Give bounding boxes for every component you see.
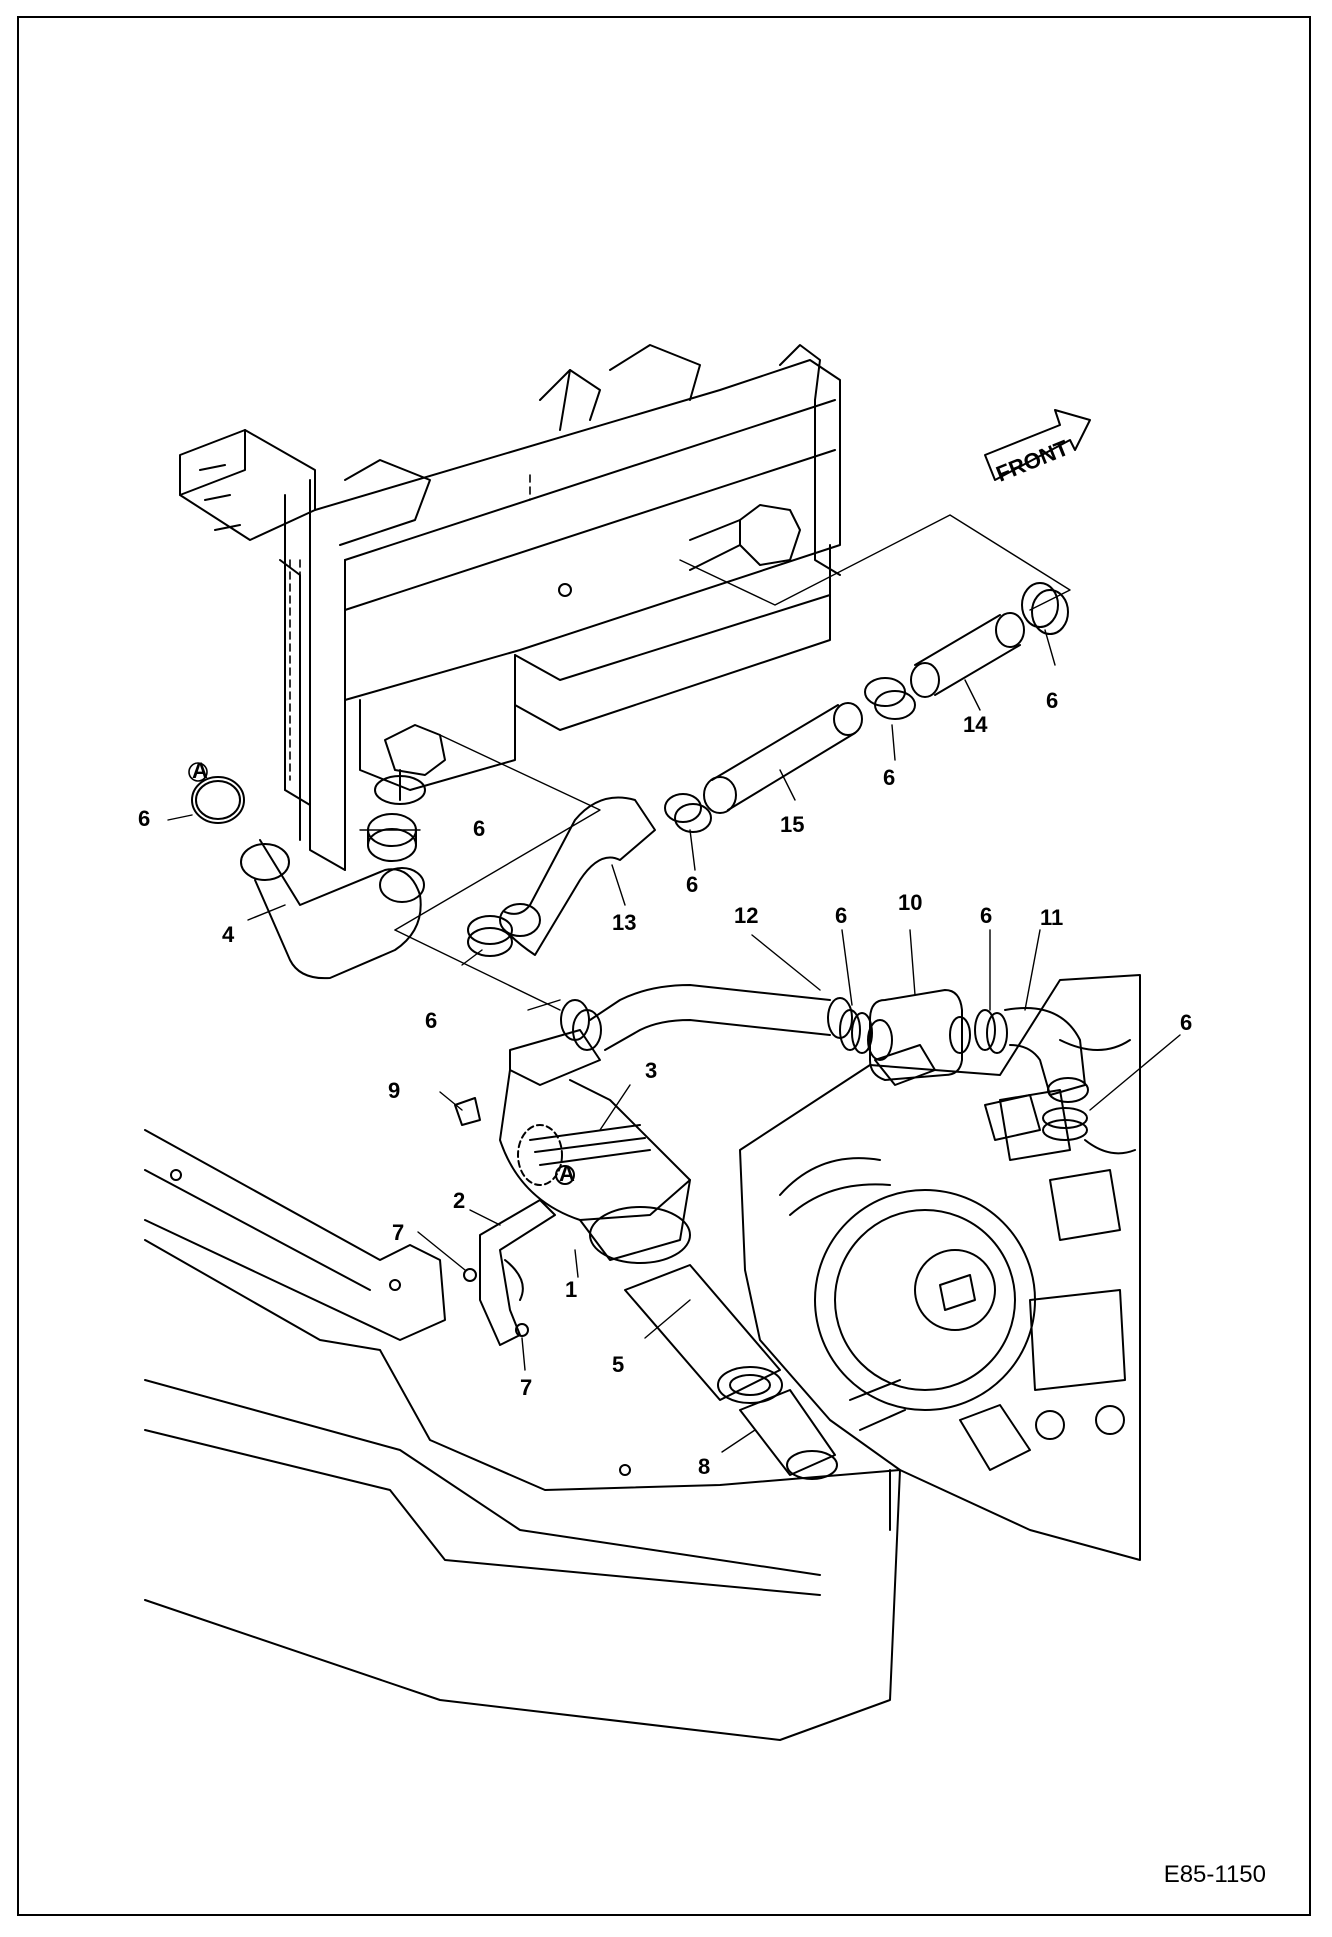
label-2: 2 <box>453 1188 465 1213</box>
nut-7-b <box>515 1323 529 1337</box>
hose-14 <box>910 612 1025 698</box>
nut-7-a <box>463 1268 477 1282</box>
guide-lines <box>394 514 1071 1011</box>
radiator-frame <box>179 344 841 871</box>
label-11: 11 <box>1040 905 1063 930</box>
clamp-6-e <box>1021 582 1069 635</box>
air-cleaner-housing <box>499 1029 691 1264</box>
part-10 <box>867 989 971 1081</box>
label-3: 3 <box>645 1058 657 1083</box>
hose-4 <box>240 839 425 980</box>
engine <box>739 974 1141 1561</box>
drawing-code: E85-1150 <box>1163 1861 1266 1888</box>
label-15: 15 <box>780 812 804 837</box>
clamp-6-c <box>664 793 712 833</box>
label-6-a: 6 <box>138 806 150 831</box>
front-label: FRONT <box>993 435 1073 487</box>
counterweight <box>144 1129 901 1741</box>
label-6-f: 6 <box>1046 688 1058 713</box>
hose-13 <box>499 796 656 956</box>
label-6-g: 6 <box>835 903 847 928</box>
label-1: 1 <box>565 1277 577 1302</box>
clamp-6-d <box>864 677 916 720</box>
label-7-a: 7 <box>392 1220 404 1245</box>
leader-lines <box>289 474 531 801</box>
hose-15 <box>703 702 863 814</box>
front-arrow <box>984 409 1091 481</box>
label-4: 4 <box>222 922 235 947</box>
label-6-d: 6 <box>686 872 698 897</box>
clamp-6-h <box>974 1009 1008 1054</box>
clamp-6-f <box>560 999 602 1051</box>
label-14: 14 <box>963 712 988 737</box>
hose-12 <box>589 984 853 1051</box>
clamp-a <box>191 776 245 824</box>
clamp-6-g <box>839 1009 873 1054</box>
clamp-6-b <box>467 915 513 957</box>
callout-a-air-cleaner: A <box>559 1161 575 1186</box>
label-7-b: 7 <box>520 1375 532 1400</box>
label-6-b: 6 <box>473 816 485 841</box>
label-6-e: 6 <box>883 765 895 790</box>
clamp-6-a <box>367 813 417 862</box>
element-5 <box>624 1264 783 1404</box>
label-13: 13 <box>612 910 636 935</box>
callout-a-top: A <box>188 758 208 783</box>
air-cleaner-callout-a <box>555 1165 575 1185</box>
drawing-frame <box>17 16 1311 1916</box>
bracket-2 <box>479 1199 556 1346</box>
label-6-c: 6 <box>425 1008 437 1033</box>
label-6-i: 6 <box>1180 1010 1192 1035</box>
svg-text:A: A <box>192 758 208 783</box>
part-9 <box>454 1097 481 1126</box>
label-5: 5 <box>612 1352 624 1377</box>
elbow-11 <box>1004 1007 1089 1103</box>
label-leaders <box>167 629 1181 1453</box>
element-8 <box>739 1389 838 1480</box>
label-12: 12 <box>734 903 758 928</box>
label-10: 10 <box>898 890 922 915</box>
label-9: 9 <box>388 1078 400 1103</box>
label-8: 8 <box>698 1454 710 1479</box>
label-6-h: 6 <box>980 903 992 928</box>
